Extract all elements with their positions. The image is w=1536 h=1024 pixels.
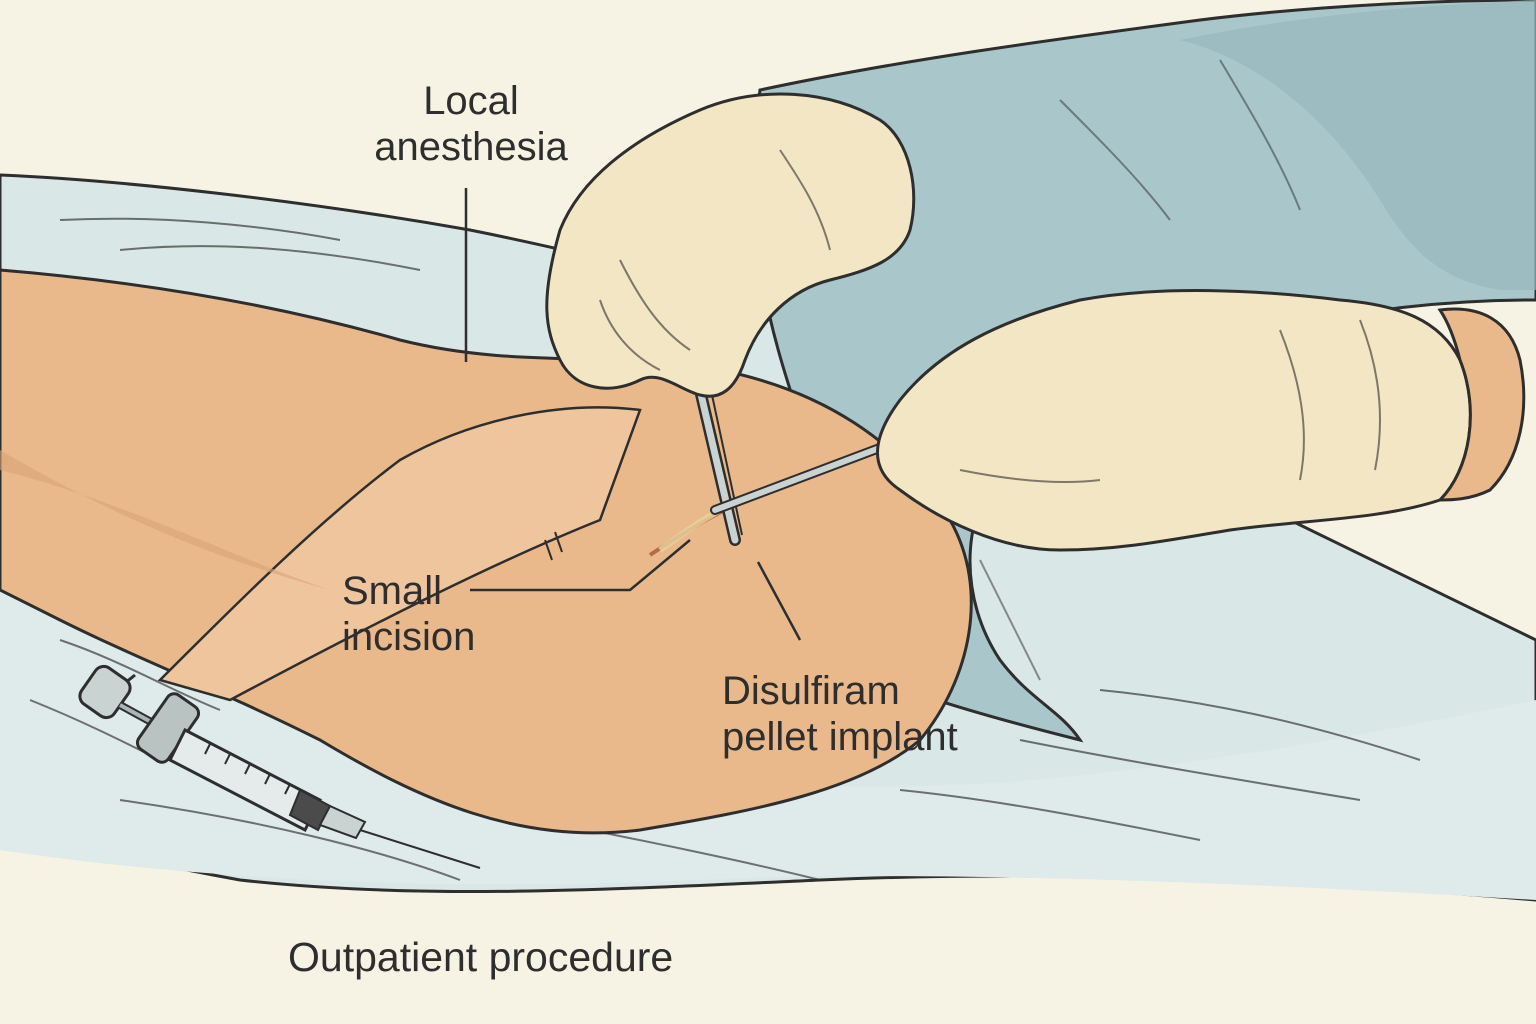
label-line: pellet implant <box>722 715 958 759</box>
label-line: Small <box>342 569 443 613</box>
left-hand-creases <box>599 149 831 371</box>
incision-leader <box>470 539 691 592</box>
label-line: Local <box>423 79 519 123</box>
label-line: Disulfiram <box>722 669 900 713</box>
right-hand-creases <box>959 319 1381 483</box>
sheet-folds <box>29 217 1421 881</box>
leg-drape <box>157 406 642 702</box>
pellet-leader <box>756 561 802 641</box>
right-wrist <box>1436 307 1526 502</box>
gown-shadow <box>1180 0 1536 290</box>
label-line: anesthesia <box>374 125 568 169</box>
label-line: incision <box>342 615 476 659</box>
syringe <box>78 664 481 869</box>
label-local-anesthesia: Local anesthesia <box>346 78 596 170</box>
label-disulfiram-pellet-implant: Disulfiram pellet implant <box>722 668 958 760</box>
bed-sheet-lower <box>0 560 1536 900</box>
label-small-incision: Small incision <box>342 568 475 660</box>
left-gloved-hand <box>545 92 916 398</box>
gown-folds <box>979 59 1301 681</box>
forceps <box>694 384 743 546</box>
leader-lines <box>464 188 802 641</box>
label-outpatient-procedure: Outpatient procedure <box>288 934 674 980</box>
